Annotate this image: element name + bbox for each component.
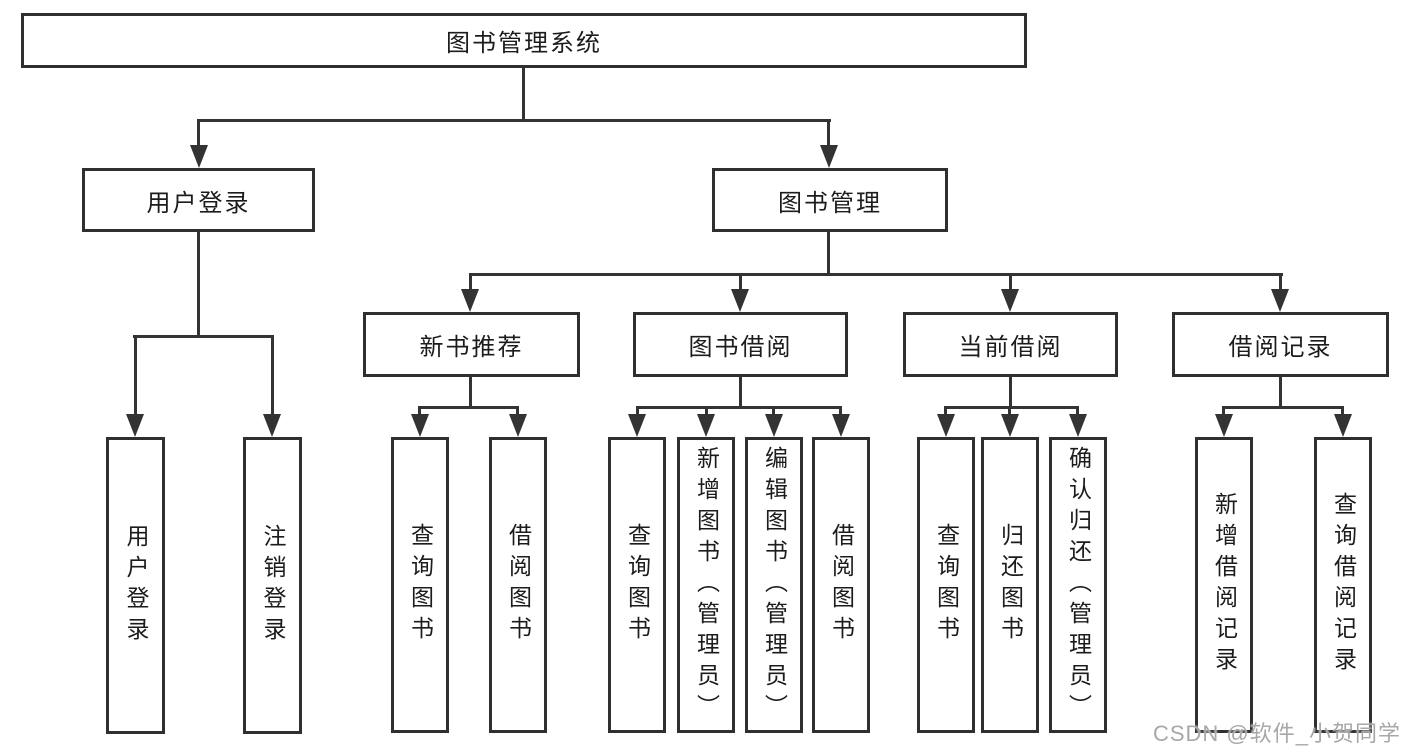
edge-line bbox=[197, 119, 200, 148]
leaf-query-borrow-record: 查询借阅记录 bbox=[1314, 437, 1372, 733]
arrow-down-icon bbox=[820, 145, 838, 168]
node-new-book-recommend-label: 新书推荐 bbox=[419, 334, 524, 361]
arrow-down-icon bbox=[765, 414, 783, 437]
arrow-down-icon bbox=[628, 414, 646, 437]
arrow-down-icon bbox=[263, 414, 281, 437]
node-user-login: 用户登录 bbox=[82, 168, 315, 232]
leaf-add-book-admin-label: 新增图书（管理员） bbox=[693, 445, 720, 725]
node-library-system: 图书管理系统 bbox=[21, 13, 1027, 68]
arrow-down-icon bbox=[731, 289, 749, 312]
arrow-down-icon bbox=[126, 414, 144, 437]
edge-line bbox=[1008, 406, 1011, 417]
leaf-borrow-book-label: 借阅图书 bbox=[828, 523, 855, 647]
edge-line bbox=[827, 232, 830, 276]
edge-line bbox=[197, 232, 200, 338]
leaf-query-book: 查询图书 bbox=[608, 437, 666, 733]
leaf-query-book-label: 查询图书 bbox=[407, 523, 434, 647]
leaf-query-book: 查询图书 bbox=[917, 437, 975, 733]
edge-line bbox=[1279, 377, 1282, 409]
leaf-query-borrow-record-label: 查询借阅记录 bbox=[1330, 492, 1357, 678]
leaf-add-borrow-record-label: 新增借阅记录 bbox=[1211, 492, 1238, 678]
node-book-borrow-label: 图书借阅 bbox=[688, 334, 793, 361]
arrow-down-icon bbox=[1334, 414, 1352, 437]
node-book-borrow: 图书借阅 bbox=[633, 312, 848, 377]
edge-line bbox=[944, 406, 947, 417]
node-current-borrow: 当前借阅 bbox=[903, 312, 1118, 377]
arrow-down-icon bbox=[1001, 289, 1019, 312]
edge-line bbox=[469, 273, 472, 292]
edge-line bbox=[636, 406, 639, 417]
leaf-return-book-label: 归还图书 bbox=[997, 523, 1024, 647]
edge-line bbox=[197, 119, 831, 122]
leaf-edit-book-admin: 编辑图书（管理员） bbox=[745, 437, 803, 733]
edge-line bbox=[839, 406, 842, 417]
arrow-down-icon bbox=[509, 414, 527, 437]
arrow-down-icon bbox=[697, 414, 715, 437]
node-current-borrow-label: 当前借阅 bbox=[958, 334, 1063, 361]
watermark: CSDN @软件_小贺同学 bbox=[1152, 721, 1401, 746]
edge-line bbox=[705, 406, 708, 417]
edge-line bbox=[772, 406, 775, 417]
edge-line bbox=[1009, 273, 1012, 292]
node-new-book-recommend: 新书推荐 bbox=[363, 312, 580, 377]
edge-line bbox=[1076, 406, 1079, 417]
leaf-user-login-label: 用户登录 bbox=[123, 523, 149, 648]
node-library-system-label: 图书管理系统 bbox=[446, 30, 602, 57]
leaf-user-login: 用户登录 bbox=[106, 437, 165, 734]
node-user-login-label: 用户登录 bbox=[146, 189, 251, 217]
node-borrow-records: 借阅记录 bbox=[1172, 312, 1389, 377]
arrow-down-icon bbox=[937, 414, 955, 437]
edge-line bbox=[1222, 406, 1225, 417]
node-book-management: 图书管理 bbox=[712, 168, 948, 232]
leaf-edit-book-admin-label: 编辑图书（管理员） bbox=[761, 445, 788, 725]
leaf-borrow-book-label: 借阅图书 bbox=[505, 523, 532, 647]
edge-line bbox=[945, 406, 1079, 409]
edge-line bbox=[133, 335, 274, 338]
leaf-query-book-label: 查询图书 bbox=[933, 523, 960, 647]
leaf-borrow-book: 借阅图书 bbox=[812, 437, 870, 733]
edge-line bbox=[636, 406, 842, 409]
leaf-add-borrow-record: 新增借阅记录 bbox=[1195, 437, 1253, 733]
arrow-down-icon bbox=[461, 289, 479, 312]
leaf-confirm-return-admin: 确认归还（管理员） bbox=[1049, 437, 1107, 733]
leaf-add-book-admin: 新增图书（管理员） bbox=[677, 437, 735, 733]
edge-line bbox=[1009, 377, 1012, 409]
leaf-logout: 注销登录 bbox=[243, 437, 302, 734]
leaf-query-book-label: 查询图书 bbox=[624, 523, 651, 647]
leaf-confirm-return-admin-label: 确认归还（管理员） bbox=[1065, 445, 1092, 725]
edge-line bbox=[1341, 406, 1344, 417]
arrow-down-icon bbox=[832, 414, 850, 437]
edge-line bbox=[469, 377, 472, 409]
arrow-down-icon bbox=[1271, 289, 1289, 312]
leaf-logout-label: 注销登录 bbox=[260, 523, 286, 648]
node-borrow-records-label: 借阅记录 bbox=[1228, 334, 1333, 361]
edge-line bbox=[418, 406, 421, 417]
node-book-management-label: 图书管理 bbox=[778, 189, 882, 217]
edge-line bbox=[1279, 273, 1282, 292]
leaf-borrow-book: 借阅图书 bbox=[489, 437, 547, 733]
leaf-query-book: 查询图书 bbox=[391, 437, 449, 733]
arrow-down-icon bbox=[411, 414, 429, 437]
arrow-down-icon bbox=[1215, 414, 1233, 437]
edge-line bbox=[1222, 406, 1343, 409]
leaf-return-book: 归还图书 bbox=[981, 437, 1039, 733]
arrow-down-icon bbox=[190, 145, 208, 168]
edge-line bbox=[739, 377, 742, 409]
edge-line bbox=[469, 273, 1283, 276]
edge-line bbox=[827, 119, 830, 148]
edge-line bbox=[134, 335, 137, 417]
edge-line bbox=[739, 273, 742, 292]
edge-line bbox=[522, 68, 525, 122]
edge-line bbox=[418, 406, 519, 409]
arrow-down-icon bbox=[1069, 414, 1087, 437]
edge-line bbox=[271, 335, 274, 417]
arrow-down-icon bbox=[1001, 414, 1019, 437]
edge-line bbox=[516, 406, 519, 417]
